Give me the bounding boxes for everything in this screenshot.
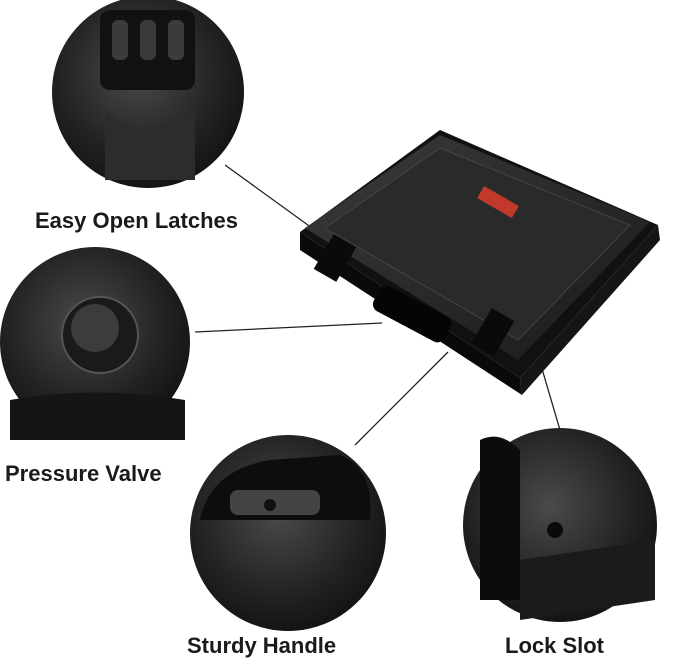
handle-detail-circle	[190, 435, 386, 631]
feature-label-latches: Easy Open Latches	[35, 208, 238, 233]
feature-label-handle: Sturdy Handle	[187, 633, 337, 658]
feature-label-lock-slot: Lock Slot	[505, 633, 605, 658]
latch-detail-circle	[52, 0, 244, 188]
connector-lines	[194, 164, 561, 446]
case-handle	[372, 285, 452, 343]
valve-detail-circle	[0, 247, 190, 440]
brand-badge	[477, 185, 519, 219]
case-image	[300, 130, 660, 395]
lock-slot-detail-circle	[463, 428, 657, 622]
feature-label-valve: Pressure Valve	[5, 461, 162, 486]
